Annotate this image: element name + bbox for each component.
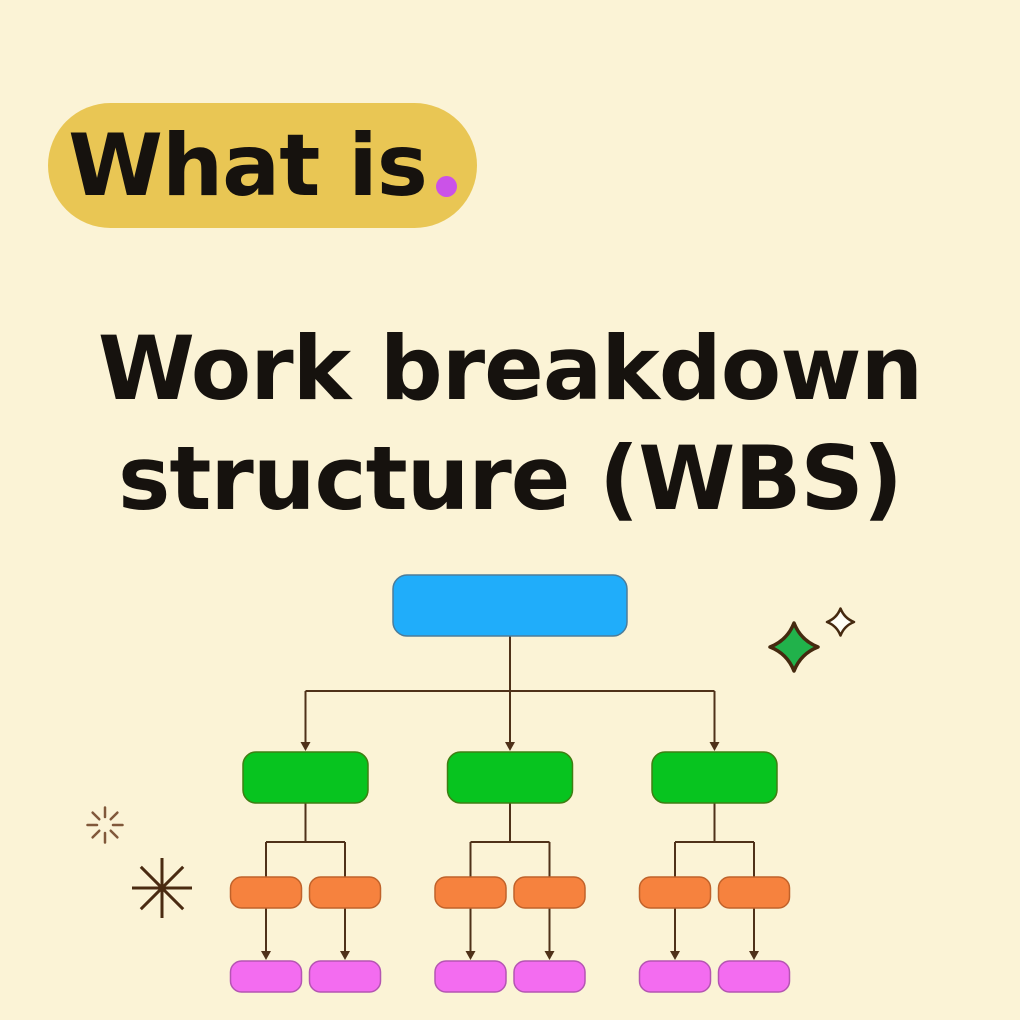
arrowhead-to-level2-2 (505, 742, 515, 751)
tree-node-level3-4 (513, 876, 586, 909)
tree-node-level3-2 (308, 876, 382, 909)
tree-node-level3-1 (229, 876, 303, 909)
tree-node-level3-5 (638, 876, 712, 909)
title-line-1: Work breakdown (97, 317, 923, 420)
tree-node-level4-1 (229, 960, 303, 993)
tree-node-level1-1 (392, 574, 628, 637)
sparkle-star-large-icon (768, 621, 820, 673)
arrowhead-to-level4-5 (670, 951, 680, 960)
sparkle-star-small-icon (825, 607, 856, 637)
tree-node-level2-1 (242, 751, 369, 804)
asterisk-icon (132, 858, 192, 918)
arrowhead-to-level2-3 (709, 742, 720, 751)
tree-node-level4-6 (717, 960, 791, 993)
title-line-2: structure (WBS) (117, 427, 903, 530)
tree-node-level3-6 (717, 876, 791, 909)
tree-node-level2-2 (446, 751, 574, 804)
tree-node-level4-3 (434, 960, 507, 993)
tree-node-level4-5 (638, 960, 712, 993)
badge-dot-icon (435, 176, 457, 197)
arrowhead-to-level4-4 (544, 951, 555, 960)
arrowhead-to-level4-6 (749, 951, 759, 960)
connector-lines (265, 636, 755, 952)
page-title: Work breakdown structure (WBS) (0, 314, 1020, 534)
tree-node-level3-3 (434, 876, 507, 909)
tree-node-level4-4 (513, 960, 586, 993)
arrowhead-to-level2-1 (300, 742, 311, 751)
arrowhead-to-level4-1 (261, 951, 271, 960)
arrowhead-to-level4-3 (465, 951, 476, 960)
what-is-badge: What is (48, 103, 477, 228)
badge-label: What is (68, 115, 428, 216)
arrowhead-to-level4-2 (340, 951, 350, 960)
radial-burst-icon (86, 806, 124, 844)
tree-node-level2-3 (651, 751, 778, 804)
tree-node-level4-2 (308, 960, 382, 993)
